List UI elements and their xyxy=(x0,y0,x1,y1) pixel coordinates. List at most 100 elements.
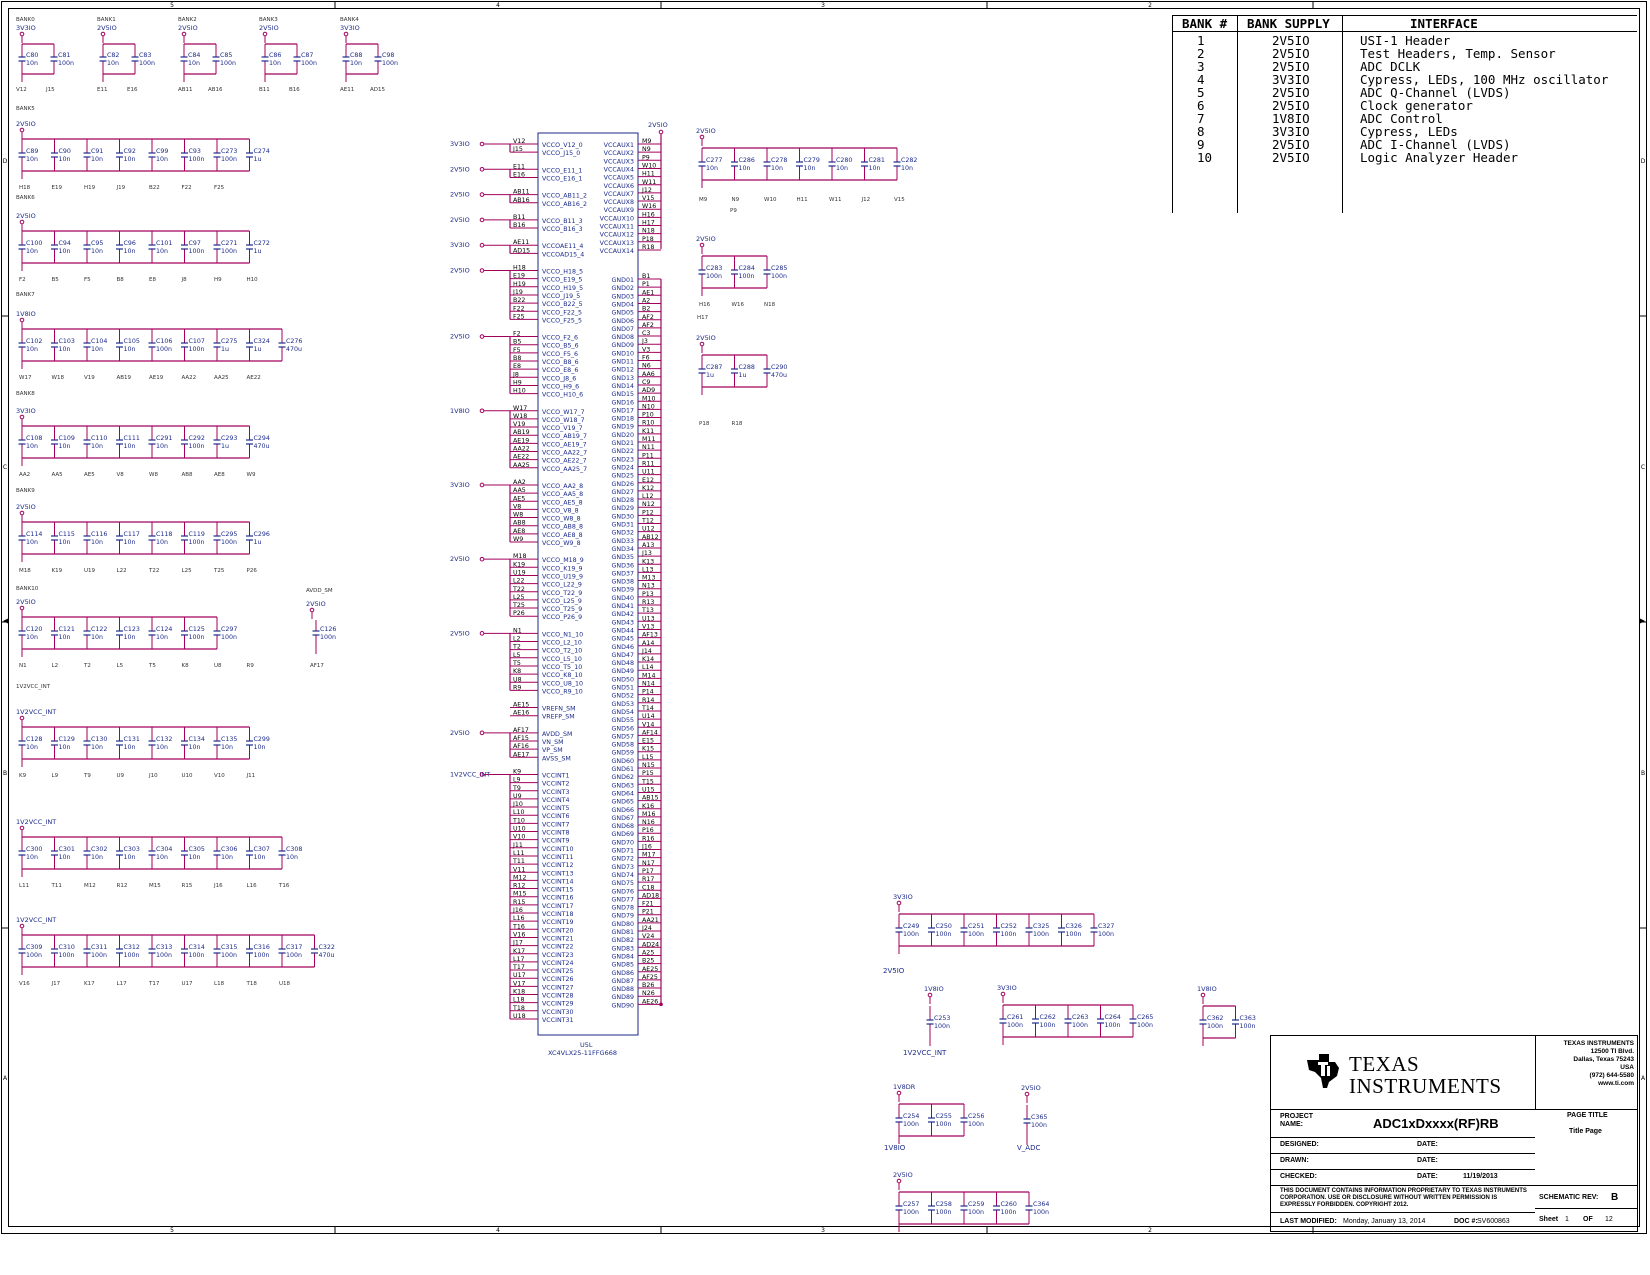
fpga-pin-number: F5 xyxy=(513,347,521,354)
pin-ref-label: B11 xyxy=(259,87,270,93)
fpga-pin-number: T2 xyxy=(512,644,521,651)
fpga-pin-number: AF2 xyxy=(642,314,654,321)
fpga-pin-name: GND50 xyxy=(612,676,634,683)
fpga-pin-number: V14 xyxy=(642,721,654,728)
net-port-icon xyxy=(479,192,485,197)
capacitor-value: 100n xyxy=(1031,1122,1047,1129)
pin-ref-label: E11 xyxy=(97,87,107,93)
capacitor-value: 100n xyxy=(1072,1022,1088,1029)
capacitor-value: 100n xyxy=(26,952,42,959)
fpga-pin-name: VCCAUX5 xyxy=(604,175,634,182)
fpga-pin-name: VCCO_R9_10 xyxy=(542,688,583,695)
bank-table-col-divider xyxy=(1237,15,1238,213)
capacitor-value: 100n xyxy=(189,952,205,959)
capacitor-refdes: C101 xyxy=(156,240,172,247)
fpga-pin-number: V11 xyxy=(513,866,525,873)
capacitor-refdes: C313 xyxy=(156,944,172,951)
bank-table-headers xyxy=(1172,15,1637,32)
last-modified-row: LAST MODIFIED: Monday, January 13, 2014 … xyxy=(1271,1212,1535,1231)
fpga-pin-name: GND82 xyxy=(612,937,634,944)
fpga-rail-label: 3V3IO xyxy=(450,241,470,249)
pin-ref-label: J17 xyxy=(51,981,61,987)
bank-number: 4 xyxy=(1197,72,1205,87)
net-port-icon xyxy=(1000,991,1006,997)
capacitor-refdes: C89 xyxy=(26,148,38,155)
bank-table-left-edge xyxy=(1172,15,1173,213)
capacitor-refdes: C291 xyxy=(156,435,172,442)
pin-ref-label: T16 xyxy=(278,883,290,889)
capacitor-refdes: C315 xyxy=(221,944,237,951)
capacitor-value: 10n xyxy=(59,248,71,255)
fpga-pin-number: B2 xyxy=(642,306,650,313)
capacitor-group: C249100nC250100nC251100nC252100nC325100n… xyxy=(895,913,1114,954)
bank-supply: 3V3IO xyxy=(1272,72,1310,87)
capacitor-value: 470u xyxy=(286,346,302,353)
pin-ref-label: L25 xyxy=(182,568,193,574)
net-port-icon xyxy=(927,992,933,998)
capacitor-value: 1u xyxy=(221,346,229,353)
fpga-pin-number: N10 xyxy=(642,403,655,410)
fpga-pin-name: VCCINT9 xyxy=(542,838,570,845)
pin-ref-label: H17 xyxy=(697,315,709,321)
fpga-pin-name: GND89 xyxy=(612,994,634,1001)
fpga-pin-number: U15 xyxy=(642,786,655,793)
page-title-label: PAGE TITLE xyxy=(1567,1112,1608,1119)
fpga-pin-number: P18 xyxy=(642,236,654,243)
fpga-pin-number: AA21 xyxy=(642,917,659,924)
fpga-pin-name: VCCINT17 xyxy=(542,903,574,910)
fpga-pin-number: R15 xyxy=(513,899,525,906)
zone-letter-left: B xyxy=(3,770,7,777)
pin-ref-label: U8 xyxy=(214,663,222,669)
capacitor-value: 10n xyxy=(869,165,881,172)
fpga-pin-number: AE16 xyxy=(513,710,529,717)
fpga-pin-number: V8 xyxy=(513,503,521,510)
drawn-date-label: DATE: xyxy=(1417,1157,1438,1164)
capacitor-refdes: C99 xyxy=(156,148,168,155)
fpga-pin-number: L16 xyxy=(513,915,525,922)
capacitor-refdes: C273 xyxy=(221,148,237,155)
fpga-pin-number: K9 xyxy=(513,768,521,775)
fpga-pin-name: VCCINT26 xyxy=(542,976,574,983)
zone-letter-left: C xyxy=(3,464,7,471)
company-address: TEXAS INSTRUMENTS 12500 TI Blvd. Dallas,… xyxy=(1536,1040,1634,1088)
fpga-pin-name: VCCINT28 xyxy=(542,993,574,1000)
fpga-pin-number: B22 xyxy=(513,297,525,304)
rail-net-label: 1V8IO xyxy=(924,985,944,993)
fpga-pin-name: VCCO_W9_8 xyxy=(542,540,581,547)
fpga-pin-number: V17 xyxy=(513,980,525,987)
fpga-pin-name: VCCO_F5_6 xyxy=(542,351,578,358)
pin-ref-label: E16 xyxy=(127,87,138,93)
center-arrow-icon xyxy=(1639,618,1645,624)
fpga-pin-name: VCCAUX13 xyxy=(600,240,634,247)
drawn-row: DRAWN: DATE: xyxy=(1271,1153,1535,1170)
rail-net-label: 2V5IO xyxy=(696,127,716,135)
bank-table-col-divider xyxy=(1342,15,1343,213)
fpga-pin-number: T9 xyxy=(512,785,521,792)
checked-label: CHECKED: xyxy=(1280,1173,1317,1180)
capacitor-refdes: C292 xyxy=(189,435,205,442)
bank-label: BANK3 xyxy=(259,17,278,23)
fpga-pin-name: GND32 xyxy=(612,530,634,537)
capacitor-value: 10n xyxy=(91,443,103,450)
pin-ref-label: M15 xyxy=(149,883,161,889)
fpga-pin-number: J17 xyxy=(512,940,523,947)
fpga-pin-number: A25 xyxy=(642,949,654,956)
fpga-pin-number: N11 xyxy=(642,444,655,451)
fpga-pin-name: VCCINT15 xyxy=(542,887,574,894)
fpga-pin-number: K8 xyxy=(513,668,521,675)
fpga-pin-name: VCCINT5 xyxy=(542,805,570,812)
fpga-pin-name: VCCINT31 xyxy=(542,1017,574,1024)
fpga-pin-number: C3 xyxy=(642,330,650,337)
fpga-pin-name: GND26 xyxy=(612,481,634,488)
fpga-pin-number: J8 xyxy=(512,371,519,378)
capacitor-value: 100n xyxy=(968,1209,984,1216)
fpga-pin-number: F25 xyxy=(513,313,525,320)
fpga-pin-name: VCCINT20 xyxy=(542,927,574,934)
fpga-pin-number: K15 xyxy=(642,746,654,753)
capacitor-refdes: C251 xyxy=(968,923,984,930)
pin-ref-label: T17 xyxy=(148,981,160,987)
capacitor-refdes: C103 xyxy=(59,338,75,345)
capacitor-refdes: C86 xyxy=(269,52,281,59)
fpga-pin-name: GND41 xyxy=(612,603,634,610)
